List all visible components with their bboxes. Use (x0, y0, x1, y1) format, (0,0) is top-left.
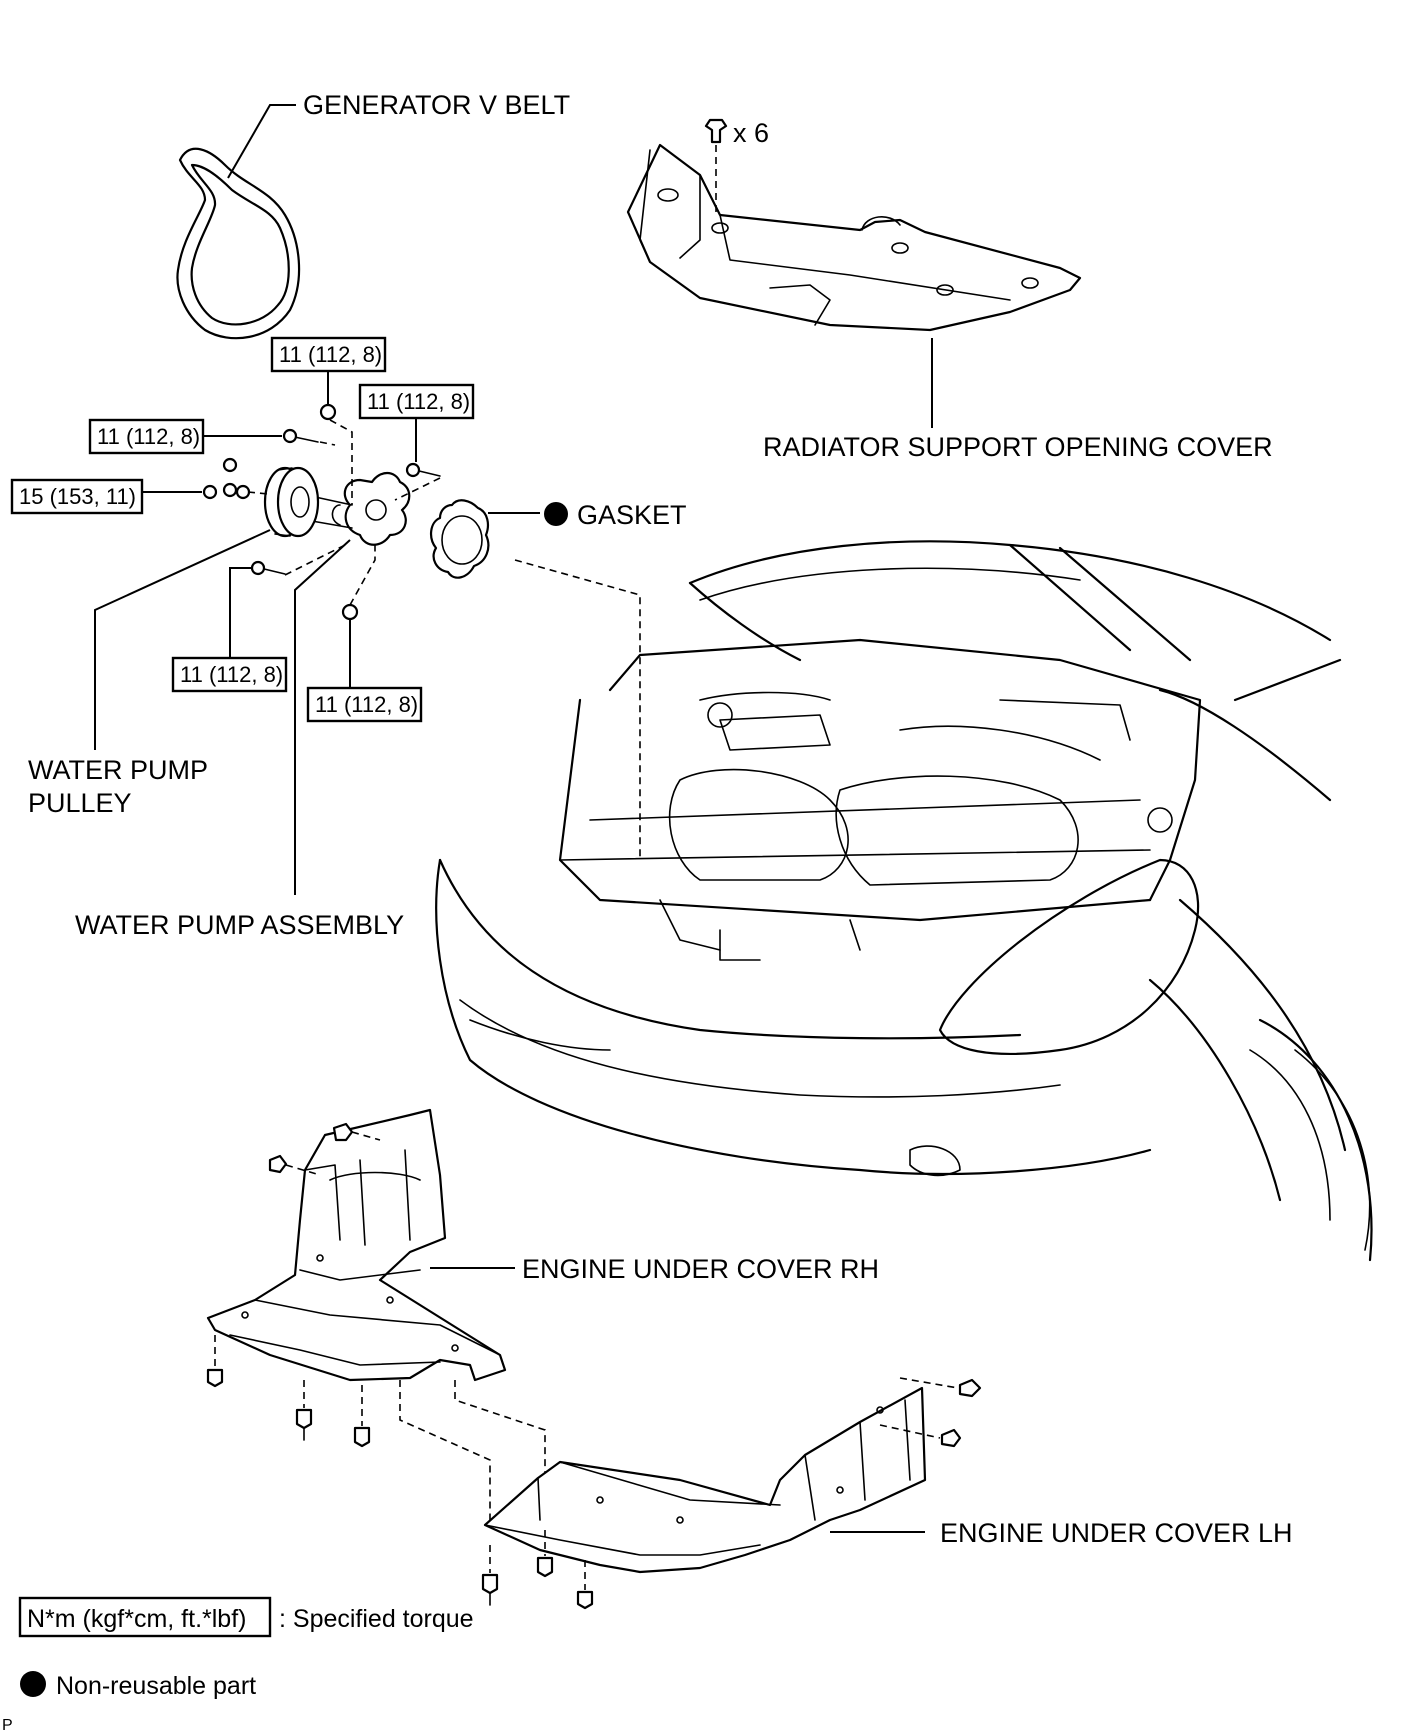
legend-torque-desc: : Specified torque (279, 1605, 474, 1633)
non-reusable-marker-icon (544, 502, 568, 526)
torque-top-text: 11 (112, 8) (279, 342, 382, 367)
torque-box-lower-right (306, 686, 423, 723)
engine-under-cover-lh-label: ENGINE UNDER COVER LH (940, 1518, 1293, 1548)
legend: N*m (kgf*cm, ft.*lbf) : Specified torque… (2, 1596, 474, 1734)
torque-box-left-pulley (10, 478, 144, 515)
engine-under-cover-rh: ENGINE UNDER COVER RH (206, 1108, 879, 1520)
gasket-part: GASKET (430, 499, 687, 860)
legend-nonreusable-desc: Non-reusable part (56, 1672, 256, 1700)
water-pump-pulley-label-line2: PULLEY (28, 788, 132, 818)
torque-left-pulley-text: 15 (153, 11) (19, 484, 136, 509)
torque-top-right-text: 11 (112, 8) (367, 389, 470, 414)
water-pump-assembly-label: WATER PUMP ASSEMBLY (75, 910, 404, 940)
gasket-label: GASKET (577, 500, 687, 530)
torque-callouts: 11 (112, 8) 11 (112, 8) 11 (112, 8) 15 (… (10, 336, 475, 723)
torque-lower-right-text: 11 (112, 8) (315, 692, 418, 717)
legend-torque-box (18, 1596, 272, 1638)
torque-box-top-right (358, 383, 475, 420)
corner-mark: P (2, 1717, 13, 1734)
legend-non-reusable-icon (20, 1671, 46, 1697)
pump-bolts (202, 403, 441, 621)
clip-quantity-label: x 6 (733, 118, 769, 148)
engine-under-cover-lh: ENGINE UNDER COVER LH (481, 1377, 1293, 1610)
water-pump-pulley: WATER PUMP PULLEY (28, 466, 320, 818)
torque-left-upper-text: 11 (112, 8) (97, 424, 200, 449)
radiator-support-opening-cover: x 6 RADIATOR SUPPORT OPENING COVER (626, 118, 1273, 462)
radiator-support-opening-cover-label: RADIATOR SUPPORT OPENING COVER (763, 432, 1273, 462)
torque-box-lower-left (171, 656, 288, 693)
water-pump-assembly: WATER PUMP ASSEMBLY (75, 471, 411, 940)
legend-torque-unit: N*m (kgf*cm, ft.*lbf) (27, 1605, 246, 1633)
generator-v-belt-label: GENERATOR V BELT (303, 90, 570, 120)
engine-under-cover-rh-label: ENGINE UNDER COVER RH (522, 1254, 879, 1284)
vehicle-front-illustration (435, 540, 1373, 1262)
water-pump-pulley-label-line1: WATER PUMP (28, 755, 208, 785)
generator-v-belt: GENERATOR V BELT (176, 90, 570, 340)
torque-lower-left-text: 11 (112, 8) (180, 662, 283, 687)
